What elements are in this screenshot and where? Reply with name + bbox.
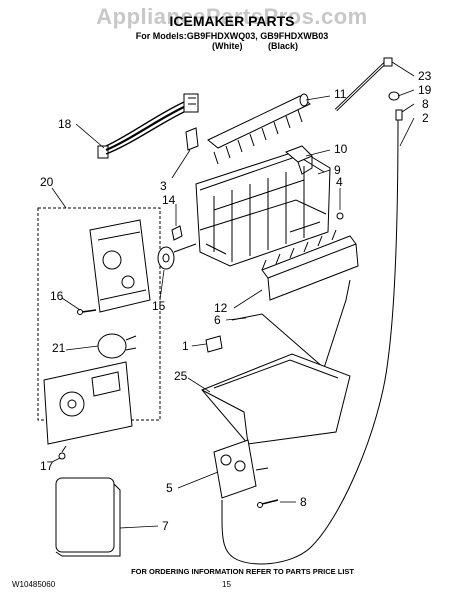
callout-3: 3 — [160, 179, 167, 193]
callout-11: 11 — [334, 87, 347, 101]
screw-part-17 — [58, 445, 67, 460]
callout-5: 5 — [166, 481, 173, 495]
bracket-part — [285, 145, 313, 175]
callout-14: 14 — [162, 193, 176, 207]
water-valve-part — [213, 439, 269, 499]
document-number: W10485060 — [12, 580, 56, 589]
clip-part — [185, 127, 199, 151]
callout-12: 12 — [214, 301, 228, 315]
callout-1: 1 — [182, 339, 189, 353]
callout-23: 23 — [418, 69, 432, 83]
callout-2: 2 — [422, 111, 429, 125]
callout-15: 15 — [152, 299, 166, 313]
screw-part-8-lower — [257, 499, 279, 508]
motor-part — [157, 243, 197, 270]
callout-21: 21 — [52, 341, 66, 355]
insulation-part — [55, 477, 121, 557]
callout-6: 6 — [214, 313, 221, 327]
icemaker-mold-part — [195, 149, 331, 267]
ejector-part — [261, 229, 359, 301]
callout-18: 18 — [58, 117, 72, 131]
screw-part-16 — [77, 309, 97, 315]
wire-harness-part — [97, 93, 199, 159]
leader-lines — [51, 61, 415, 529]
label-part — [205, 335, 223, 353]
callout-8-lower: 8 — [300, 495, 307, 509]
thermostat-part — [97, 333, 137, 359]
watermark: AppliancePartsPros.com — [96, 4, 368, 29]
screw-part-4 — [336, 212, 344, 220]
ice-stripper-part — [207, 93, 311, 165]
front-cover-part — [43, 361, 133, 445]
fill-tube-part — [334, 57, 403, 121]
water-line-part — [221, 119, 399, 565]
page-title: ICEMAKER PARTS — [169, 13, 295, 29]
callout-16: 16 — [50, 289, 64, 303]
variant-white-label: (White) — [212, 41, 243, 51]
page-number: 15 — [222, 580, 231, 589]
callout-25: 25 — [174, 369, 188, 383]
callout-9: 9 — [334, 163, 341, 177]
variant-black-label: (Black) — [268, 41, 299, 51]
callout-17: 17 — [40, 459, 54, 473]
ordering-note: FOR ORDERING INFORMATION REFER TO PARTS … — [131, 567, 354, 576]
callout-8-upper: 8 — [422, 97, 429, 111]
callout-10: 10 — [334, 142, 348, 156]
part-14 — [171, 225, 183, 241]
ice-bin-part — [201, 353, 351, 445]
control-module-box — [37, 207, 161, 421]
callout-7: 7 — [162, 519, 169, 533]
models-line: For Models:GB9FHDXWQ03, GB9FHDXWB03 — [135, 31, 329, 41]
callout-19: 19 — [418, 83, 432, 97]
callout-4: 4 — [336, 175, 343, 189]
callout-20: 20 — [40, 175, 54, 189]
